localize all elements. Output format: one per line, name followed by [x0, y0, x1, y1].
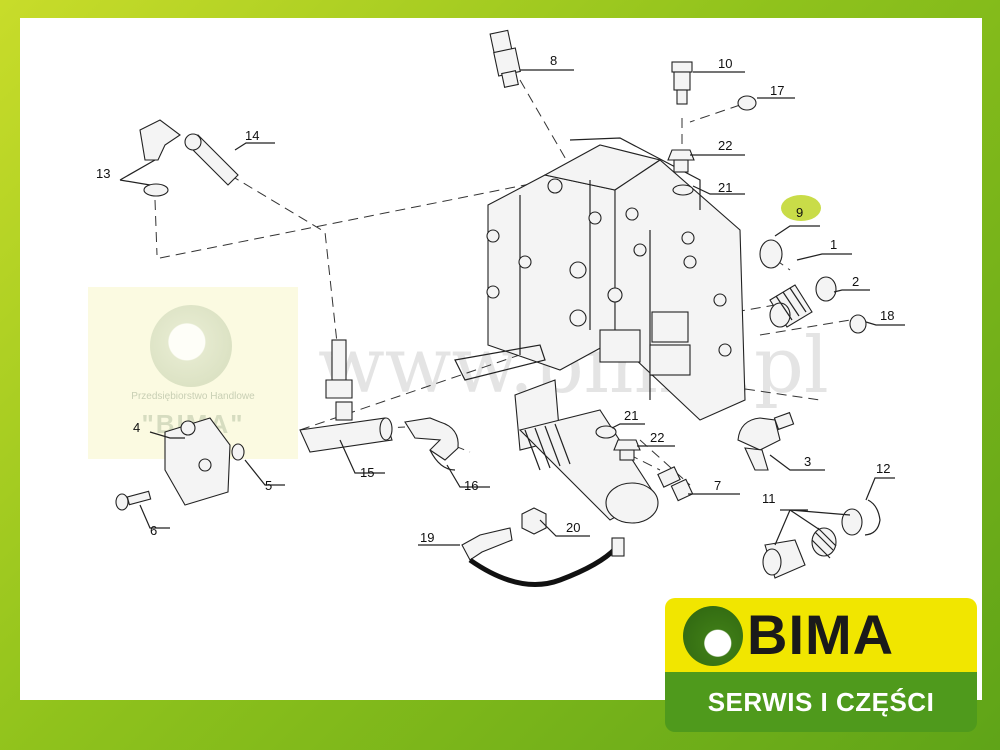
part-12-circlip — [864, 499, 881, 536]
part-1-bushing — [769, 284, 813, 328]
part-20-nut — [521, 507, 547, 535]
label-10: 10 — [718, 56, 732, 71]
part-5-oring — [231, 443, 245, 461]
label-5: 5 — [265, 478, 272, 493]
part-15-tee — [299, 401, 393, 453]
leader-lines — [119, 69, 905, 546]
label-19: 19 — [420, 530, 434, 545]
label-18: 18 — [880, 308, 894, 323]
label-14: 14 — [245, 128, 259, 143]
part-22-plug-top — [667, 149, 695, 173]
label-12: 12 — [876, 461, 890, 476]
splined-shaft — [518, 409, 659, 524]
label-4: 4 — [133, 420, 140, 435]
label-15: 15 — [360, 465, 374, 480]
part-9-ring — [759, 239, 783, 269]
logo-tagline: SERWIS I CZĘŚCI — [707, 687, 935, 717]
part-6-bolt — [115, 490, 152, 511]
label-20: 20 — [566, 520, 580, 535]
label-1: 1 — [830, 237, 837, 252]
part-labels: 8 10 17 22 21 9 1 2 18 3 12 11 7 22 21 2… — [96, 53, 894, 545]
part-22-plug-lower — [613, 439, 641, 461]
part-3-elbow-fitting — [737, 411, 795, 471]
label-22-top: 22 — [718, 138, 732, 153]
label-11: 11 — [762, 491, 776, 506]
bima-logo: BIMA SERWIS I CZĘŚCI — [665, 598, 977, 732]
label-3: 3 — [804, 454, 811, 469]
label-21-top: 21 — [718, 180, 732, 195]
valve-block-assembly — [454, 137, 746, 451]
part-10-switch — [671, 61, 693, 105]
part-19-pipe — [461, 527, 625, 587]
part-4-valve-body — [164, 417, 231, 506]
part-11-valve-set — [762, 508, 863, 579]
label-16: 16 — [464, 478, 478, 493]
part-21-washer-top — [672, 184, 694, 196]
label-8: 8 — [550, 53, 557, 68]
label-6: 6 — [150, 523, 157, 538]
watermark-ball-icon — [150, 305, 232, 387]
label-17: 17 — [770, 83, 784, 98]
part-21-washer-lower — [595, 425, 617, 439]
label-2: 2 — [852, 274, 859, 289]
logo-name: BIMA — [747, 603, 895, 666]
label-7: 7 — [714, 478, 721, 493]
part-8-sensor — [489, 29, 521, 88]
part-17-oring — [737, 95, 757, 111]
label-21-lower: 21 — [624, 408, 638, 423]
part-14-hose-fitting — [184, 133, 239, 186]
logo-bottom-band: SERWIS I CZĘŚCI — [665, 672, 977, 732]
label-9: 9 — [796, 205, 803, 220]
label-22-lower: 22 — [650, 430, 664, 445]
label-13: 13 — [96, 166, 110, 181]
logo-ball-icon — [683, 606, 743, 666]
part-7-sensor — [657, 466, 694, 502]
part-16-elbow — [404, 417, 459, 471]
watermark-caption: Przedsiębiorstwo Handlowe — [131, 391, 255, 402]
logo-top-band: BIMA — [665, 598, 977, 672]
part-18-ring — [849, 314, 867, 334]
part-2-ring — [815, 276, 837, 302]
vertical-pipe — [325, 339, 353, 399]
highlight-part-9 — [781, 195, 821, 221]
part-13-elbow-fitting — [139, 119, 181, 197]
